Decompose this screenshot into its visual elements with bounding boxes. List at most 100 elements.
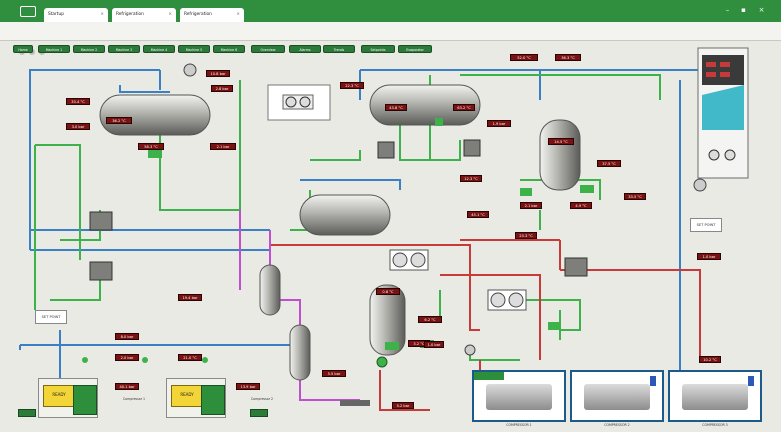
close-icon[interactable]: ×: [100, 12, 104, 17]
valve-indicator: [580, 185, 594, 193]
fan-icon: [724, 149, 736, 161]
compressor-2[interactable]: READY: [166, 378, 226, 418]
pipe-blue: [119, 85, 170, 93]
pipe-red: [270, 244, 480, 331]
readout-14: 4.9 °C: [570, 202, 592, 209]
tab-refrigeration-2[interactable]: Refrigeration ×: [180, 8, 244, 22]
readout-16: 23.3 °C: [515, 232, 537, 239]
brand-logo[interactable]: [20, 6, 36, 17]
vessels: [99, 84, 581, 381]
readout-31: 22.3 °C: [340, 82, 364, 89]
nav-button-setpoints[interactable]: Setpoints: [361, 45, 395, 53]
compressor-1-name: Compressor 1: [122, 397, 146, 401]
manifold: [340, 400, 370, 406]
compressor-1-motor: READY: [43, 385, 75, 407]
readout-15: 33.5 °C: [624, 193, 646, 200]
compressor-1-body: [73, 385, 97, 415]
readout-12: 45.1 °C: [467, 211, 489, 218]
readout-17: 19.4 bar: [178, 294, 202, 301]
readout-23: 0.8 °C: [376, 288, 400, 295]
readout-21: 40.1 bar: [115, 383, 139, 390]
nav-button-machine-2[interactable]: Machine 2: [73, 45, 105, 53]
compressor-1[interactable]: READY: [38, 378, 98, 418]
nav-button-machine-3[interactable]: Machine 3: [108, 45, 140, 53]
status-dot: [142, 357, 148, 363]
nav-button-overview[interactable]: Overview: [251, 45, 285, 53]
readout-30: 10.2 °C: [699, 356, 721, 363]
evaporator-2[interactable]: [570, 370, 664, 422]
heat-exchanger: [564, 257, 588, 277]
readout-24: 6.2 °C: [418, 316, 442, 323]
evaporator-1-body: [486, 384, 552, 410]
suction-trap: [289, 324, 311, 381]
nav-button-machine-5[interactable]: Machine 5: [178, 45, 210, 53]
maximize-icon[interactable]: ▪: [741, 6, 746, 14]
nav-button-trends[interactable]: Trends: [323, 45, 355, 53]
readout-18: 8.0 bar: [115, 333, 139, 340]
status-dot: [202, 357, 208, 363]
readout-11: 12.3 °C: [460, 175, 482, 182]
nav-button-machine-1[interactable]: Machine 1: [38, 45, 70, 53]
pump-drum: [369, 284, 406, 356]
pumps: [183, 63, 707, 368]
nav-button-evaporator[interactable]: Evaporator: [398, 45, 432, 53]
fan-icon: [299, 96, 311, 108]
separator-vessel: [369, 84, 481, 126]
readout-0: 33.4 °C: [66, 98, 90, 105]
evaporator-2-body: [584, 384, 650, 410]
readout-3: 3.0 bar: [66, 123, 90, 130]
nav-button-machine-4[interactable]: Machine 4: [143, 45, 175, 53]
valve-indicator: [148, 150, 162, 158]
readout-1: 36.2 °C: [106, 117, 132, 124]
valve-indicator: [435, 118, 443, 126]
pipe-green: [34, 125, 240, 310]
condenser-fans: [389, 249, 527, 311]
top-readout-1: 52.0 °C: [510, 54, 538, 61]
nav-button-machine-6[interactable]: Machine 6: [213, 45, 245, 53]
nav-button-home[interactable]: Home: [13, 45, 33, 53]
readout-10: 37.5 °C: [597, 160, 621, 167]
pipe-red: [379, 370, 430, 411]
tab-label: Refrigeration: [116, 12, 144, 17]
tab-label: Startup: [48, 12, 64, 17]
evaporator-2-label: COMPRESSOR 2: [604, 423, 630, 427]
readout-22: 13.9 bar: [236, 383, 260, 390]
minimize-icon[interactable]: –: [725, 6, 730, 14]
receiver-vessel: [99, 94, 211, 136]
pipe-green: [520, 299, 581, 331]
heat-exchanger: [377, 141, 395, 159]
readout-20: 21.0 °C: [178, 354, 202, 361]
fan-status-panel: [267, 84, 331, 121]
nav-button-alarms[interactable]: Alarms: [289, 45, 321, 53]
evaporator-3[interactable]: [668, 370, 762, 422]
tab-refrigeration-1[interactable]: Refrigeration ×: [112, 8, 176, 22]
tab-startup[interactable]: Startup ×: [44, 8, 108, 22]
close-icon[interactable]: ×: [168, 12, 172, 17]
setpoint-button-1[interactable]: SET POINT: [35, 310, 67, 324]
close-icon[interactable]: ×: [236, 12, 240, 17]
compressor-2-body: [201, 385, 225, 415]
compressor-2-name: Compressor 2: [250, 397, 274, 401]
accumulator-vessel: [299, 194, 391, 236]
side-control-panel: [697, 47, 749, 179]
valve-indicator: [385, 342, 399, 350]
readout-5: 2.1 bar: [210, 143, 236, 150]
heat-exchanger: [463, 139, 481, 157]
readout-4: 58.3 °C: [138, 143, 164, 150]
evaporator-1-badge: [474, 372, 504, 380]
evaporator-3-body: [682, 384, 748, 410]
compressor-1-control[interactable]: [18, 409, 36, 417]
readout-29: 1.0 bar: [697, 253, 721, 260]
oil-separator: [259, 264, 281, 316]
compressor-2-control[interactable]: [250, 409, 268, 417]
status-dot: [82, 357, 88, 363]
setpoint-button-2[interactable]: SET POINT: [690, 218, 722, 232]
close-icon[interactable]: ×: [758, 6, 765, 14]
pipe-blue: [29, 69, 161, 250]
readout-28: 5.2 bar: [392, 402, 414, 409]
readout-32: 2.8 bar: [211, 85, 233, 92]
pipe-red: [560, 269, 701, 360]
evaporator-1[interactable]: [472, 370, 566, 422]
